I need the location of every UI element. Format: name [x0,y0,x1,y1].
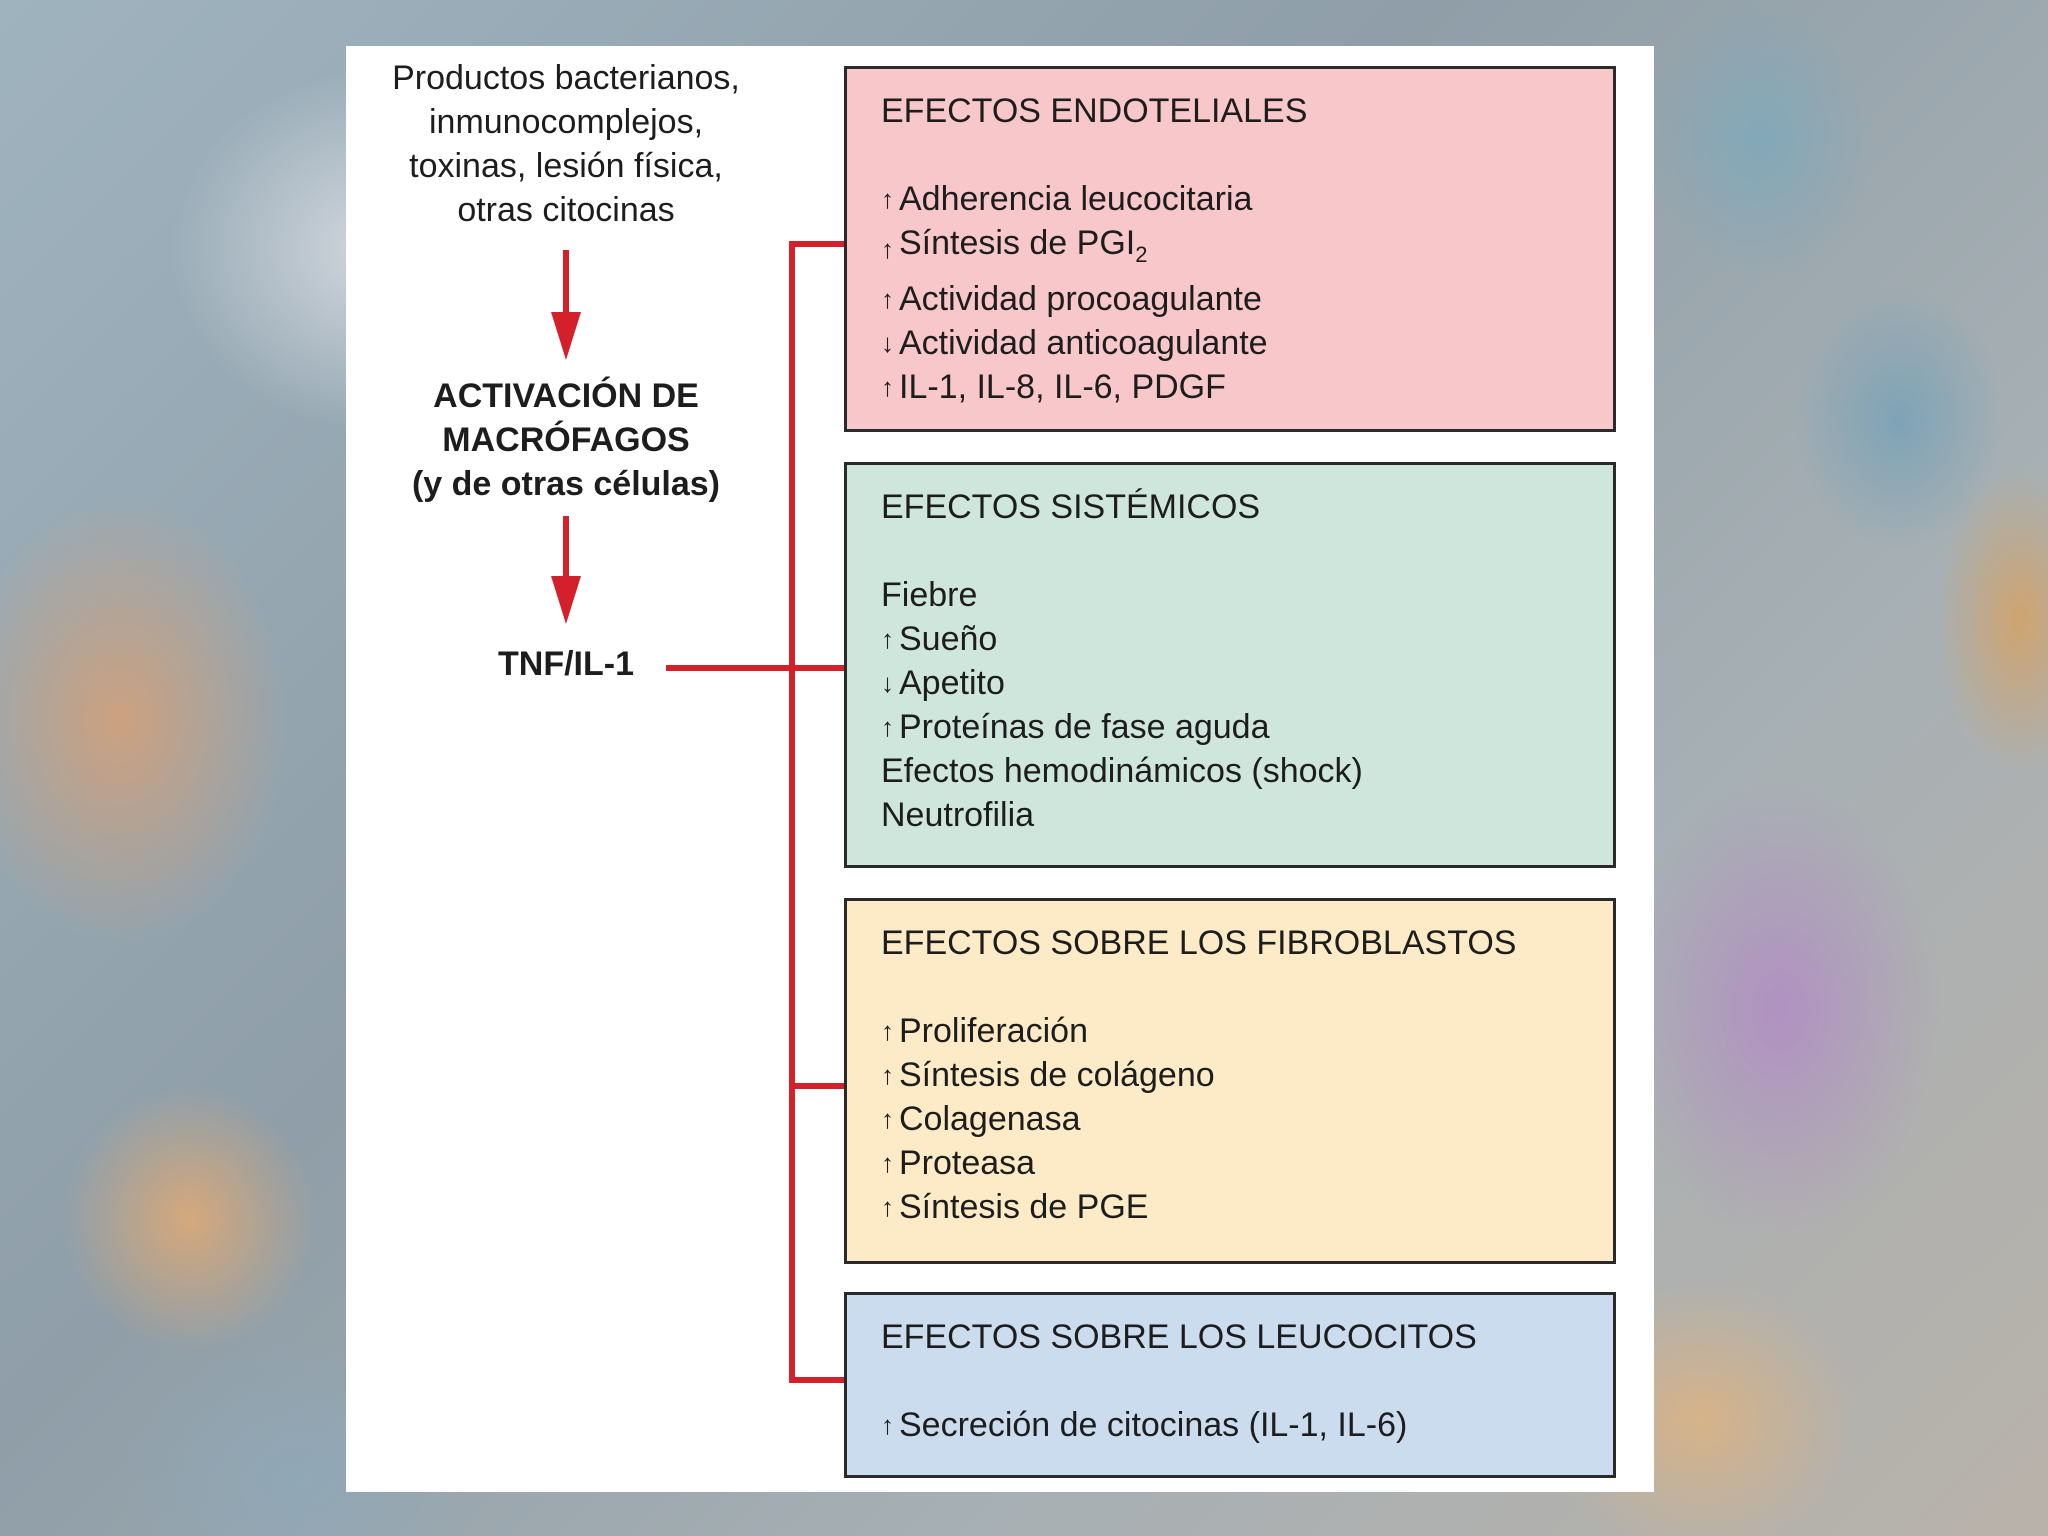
effect-subscript: 2 [1135,241,1148,267]
activation-line: (y de otras células) [411,465,720,503]
effect-text: IL-1, IL-8, IL-6, PDGF [899,365,1226,409]
arrow-down-icon [551,516,581,624]
effect-text: Actividad procoagulante [899,277,1262,321]
source-line: toxinas, lesión física, [409,147,723,185]
mediator-label: TNF/IL-1 [498,645,634,683]
source-stimuli-text: Productos bacterianos, inmunocomplejos, … [346,56,786,232]
effect-label: Síntesis de colágeno [899,1056,1215,1094]
activation-line: ACTIVACIÓN DE [433,377,699,415]
effect-label: Apetito [899,664,1005,702]
box-title: EFECTOS SISTÉMICOS [881,488,1261,526]
effect-item: ↑Proteasa [881,1141,1583,1185]
effect-item: ↑Síntesis de colágeno [881,1053,1583,1097]
effect-text: Proteínas de fase aguda [899,705,1270,749]
effect-text: Fiebre [881,573,977,617]
effect-item: Neutrofilia [881,793,1583,837]
connector-lines [551,241,844,1383]
effects-list: ↑Secreción de citocinas (IL-1, IL-6) [881,1403,1583,1447]
effect-label: Colagenasa [899,1100,1081,1138]
effect-item: ↑Síntesis de PGE [881,1185,1583,1229]
effect-text: Síntesis de PGE [899,1185,1148,1229]
arrow-down-icon: ↓ [881,668,894,698]
effect-label: Actividad procoagulante [899,279,1262,318]
effects-list: ↑Proliferación↑Síntesis de colágeno↑Cola… [881,1009,1583,1229]
arrow-up-icon: ↑ [881,1192,894,1222]
effect-text: Sueño [899,617,997,661]
effects-list: ↑Adherencia leucocitaria↑Síntesis de PGI… [881,177,1583,409]
effect-text: Proliferación [899,1009,1088,1053]
effects-list: Fiebre↑Sueño↓Apetito↑Proteínas de fase a… [881,573,1583,837]
fibroblast-effects-box: EFECTOS SOBRE LOS FIBROBLASTOS ↑Prolifer… [844,898,1616,1264]
effect-item: ↑Actividad procoagulante [881,277,1583,321]
effect-item: ↑Colagenasa [881,1097,1583,1141]
systemic-effects-box: EFECTOS SISTÉMICOS Fiebre↑Sueño↓Apetito↑… [844,462,1616,868]
effect-label: IL-1, IL-8, IL-6, PDGF [899,367,1226,406]
effect-label: Actividad anticoagulante [899,323,1268,362]
effect-label: Proliferación [899,1012,1088,1050]
source-line: Productos bacterianos, [392,59,740,97]
effect-text: Adherencia leucocitaria [899,177,1252,221]
effect-label: Adherencia leucocitaria [899,180,1253,218]
effect-label: Síntesis de PGE [899,1188,1149,1226]
arrow-down-icon [551,250,581,360]
effect-text: Proteasa [899,1141,1035,1185]
arrow-up-icon: ↑ [881,283,894,314]
arrow-up-icon: ↑ [881,1104,894,1134]
effect-item: Fiebre [881,573,1583,617]
effect-item: ↓Actividad anticoagulante [881,321,1583,365]
effect-label: Proteínas de fase aguda [899,708,1270,746]
effect-label: Fiebre [881,576,978,614]
arrow-up-icon: ↑ [881,1060,894,1090]
box-title: EFECTOS ENDOTELIALES [881,92,1308,130]
leukocyte-effects-box: EFECTOS SOBRE LOS LEUCOCITOS ↑Secreción … [844,1292,1616,1478]
effect-label: Efectos hemodinámicos (shock) [881,752,1363,790]
effect-item: ↑IL-1, IL-8, IL-6, PDGF [881,365,1583,409]
arrow-down-icon: ↓ [881,327,894,358]
effect-item: Efectos hemodinámicos (shock) [881,749,1583,793]
effect-text: Neutrofilia [881,793,1034,837]
arrow-up-icon: ↑ [881,233,894,264]
effect-item: ↑Proteínas de fase aguda [881,705,1583,749]
source-line: inmunocomplejos, [428,103,704,141]
endothelial-effects-box: EFECTOS ENDOTELIALES ↑Adherencia leucoci… [844,66,1616,432]
effect-label: Proteasa [899,1144,1036,1182]
arrow-up-icon: ↑ [881,371,894,402]
arrow-up-icon: ↑ [881,624,894,654]
effect-item: ↑Adherencia leucocitaria [881,177,1583,221]
effect-text: Efectos hemodinámicos (shock) [881,749,1363,793]
arrow-up-icon: ↑ [881,1016,894,1046]
effect-text: Apetito [899,661,1005,705]
effect-text: Colagenasa [899,1097,1080,1141]
effect-label: Secreción de citocinas (IL-1, IL-6) [899,1406,1408,1444]
arrow-up-icon: ↑ [881,184,894,214]
arrow-up-icon: ↑ [881,1148,894,1178]
diagram-panel: Productos bacterianos, inmunocomplejos, … [346,46,1654,1492]
effect-text: Actividad anticoagulante [899,321,1268,365]
effect-item: ↓Apetito [881,661,1583,705]
effect-item: ↑Sueño [881,617,1583,661]
effect-label: Neutrofilia [881,796,1035,834]
effect-text: Síntesis de PGI2 [899,221,1147,277]
effect-item: ↑Secreción de citocinas (IL-1, IL-6) [881,1403,1583,1447]
arrow-up-icon: ↑ [881,712,894,742]
arrow-up-icon: ↑ [881,1410,894,1440]
effect-label: Síntesis de PGI [899,224,1136,262]
box-title: EFECTOS SOBRE LOS FIBROBLASTOS [881,924,1517,962]
effect-label: Sueño [899,620,998,658]
effect-item: ↑Síntesis de PGI2 [881,221,1583,277]
activation-line: MACRÓFAGOS [442,421,690,459]
effect-text: Secreción de citocinas (IL-1, IL-6) [899,1403,1407,1447]
effect-text: Síntesis de colágeno [899,1053,1215,1097]
effect-item: ↑Proliferación [881,1009,1583,1053]
macrophage-activation: ACTIVACIÓN DE MACRÓFAGOS (y de otras cél… [346,374,786,506]
source-line: otras citocinas [457,191,675,229]
box-title: EFECTOS SOBRE LOS LEUCOCITOS [881,1318,1477,1356]
